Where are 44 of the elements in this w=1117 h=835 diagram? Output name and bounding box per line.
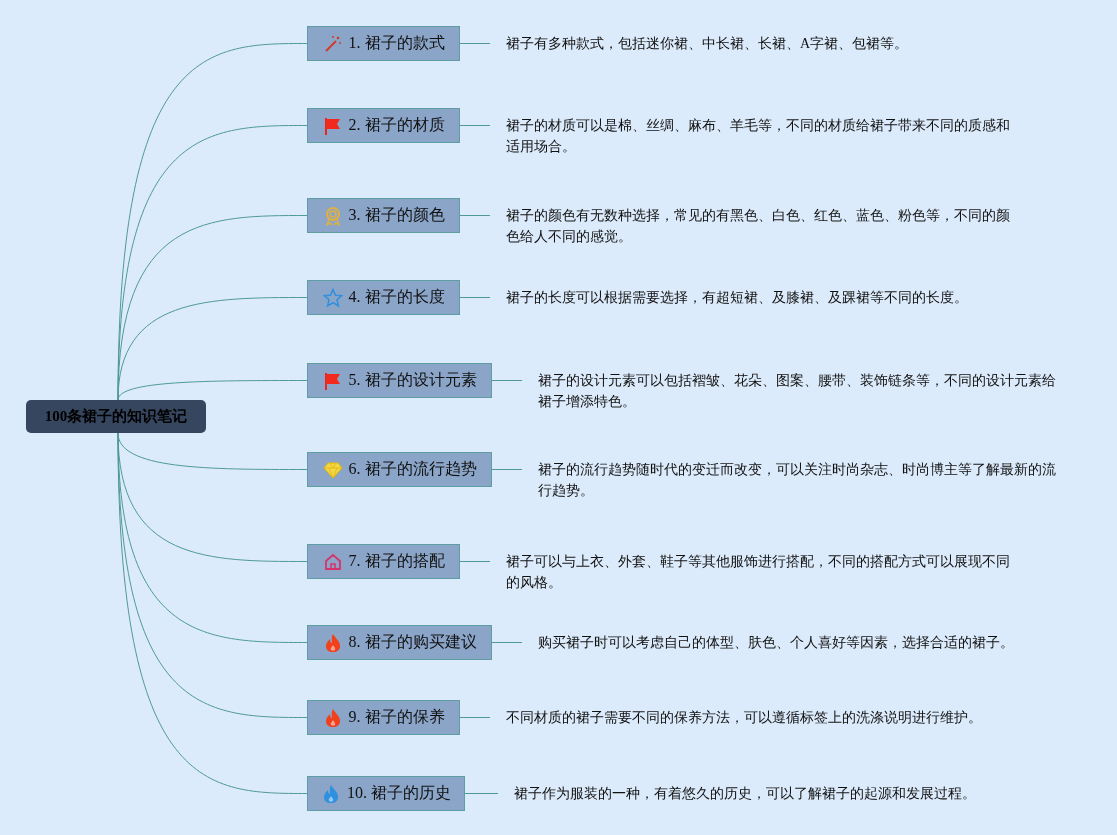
connector-line [117, 380, 308, 401]
topic-box [307, 700, 460, 735]
topic-box [307, 625, 492, 660]
topic-box [307, 544, 460, 579]
detail-text: 裙子的流行趋势随时代的变迁而改变，可以关注时尚杂志、时尚博主等了解最新的流行趋势。 [522, 458, 1062, 501]
topic-label: 7. 裙子的搭配 [348, 551, 445, 571]
connector-line [117, 432, 308, 794]
topic-label: 4. 裙子的长度 [348, 287, 445, 307]
connector-line [117, 297, 308, 401]
connector-line [464, 793, 499, 794]
detail-text: 裙子的长度可以根据需要选择，有超短裙、及膝裙、及踝裙等不同的长度。 [490, 286, 1020, 308]
topic-label: 6. 裙子的流行趋势 [348, 459, 477, 479]
connector-line [491, 469, 523, 470]
connector-line [459, 43, 491, 44]
detail-text: 购买裙子时可以考虑自己的体型、肤色、个人喜好等因素，选择合适的裙子。 [522, 631, 1062, 653]
detail-text: 裙子的设计元素可以包括褶皱、花朵、图案、腰带、装饰链条等，不同的设计元素给裙子增添特色。 [522, 369, 1062, 412]
detail-text: 裙子有多种款式，包括迷你裙、中长裙、长裙、A字裙、包裙等。 [490, 32, 1020, 54]
topic-label: 8. 裙子的购买建议 [348, 632, 477, 652]
detail-text: 裙子作为服装的一种，有着悠久的历史，可以了解裙子的起源和发展过程。 [498, 782, 1028, 804]
detail-text: 不同材质的裙子需要不同的保养方法，可以遵循标签上的洗涤说明进行维护。 [490, 706, 1020, 728]
detail-text: 裙子的颜色有无数种选择，常见的有黑色、白色、红色、蓝色、粉色等，不同的颜色给人不同的感觉。 [490, 204, 1020, 247]
connector-line [459, 125, 491, 126]
topic-label: 5. 裙子的设计元素 [348, 370, 477, 390]
topic-box [307, 776, 465, 811]
topic-box [307, 198, 460, 233]
connector-line [491, 380, 523, 381]
topic-label: 9. 裙子的保养 [348, 707, 445, 727]
topic-box [307, 452, 492, 487]
connector-line [491, 642, 523, 643]
topic-box [307, 26, 460, 61]
connector-line [459, 297, 491, 298]
topic-box [307, 363, 492, 398]
topic-label: 1. 裙子的款式 [348, 33, 445, 53]
topic-box [307, 108, 460, 143]
topic-label: 10. 裙子的历史 [347, 783, 451, 803]
connector-line [459, 561, 491, 562]
detail-text: 裙子的材质可以是棉、丝绸、麻布、羊毛等，不同的材质给裙子带来不同的质感和适用场合。 [490, 114, 1020, 157]
topic-box [307, 280, 460, 315]
topic-label: 3. 裙子的颜色 [348, 205, 445, 225]
connector-line [459, 215, 491, 216]
detail-text: 裙子可以与上衣、外套、鞋子等其他服饰进行搭配，不同的搭配方式可以展现不同的风格。 [490, 550, 1020, 593]
connector-line [459, 717, 491, 718]
root-topic-box: 100条裙子的知识笔记 [26, 400, 206, 433]
topic-label: 2. 裙子的材质 [348, 115, 445, 135]
